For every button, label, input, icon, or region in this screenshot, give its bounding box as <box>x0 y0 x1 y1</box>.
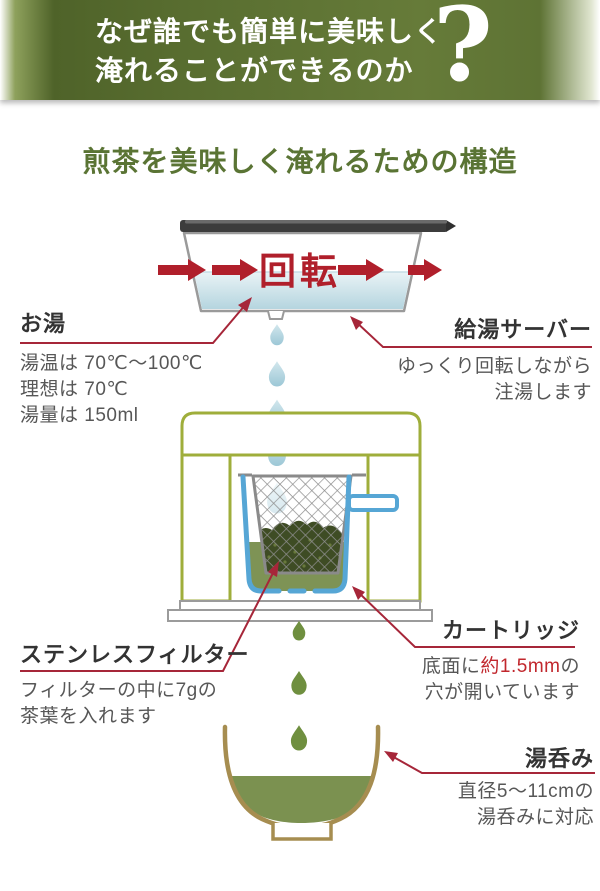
filter-line-1: フィルターの中に7gの <box>20 680 218 701</box>
hot-water-line-1: 湯温は 70℃〜100℃ <box>20 353 203 374</box>
cup-label-body: 直径5〜11cmの 湯呑みに対応 <box>458 779 594 831</box>
tea-drop-1 <box>292 620 306 641</box>
cartridge-handle <box>347 494 399 512</box>
machine-base-lower <box>167 609 433 622</box>
server-nozzle <box>267 310 285 320</box>
water-server-label-title: 給湯サーバー <box>454 317 592 342</box>
cup-label-title: 湯呑み <box>524 746 594 771</box>
rotation-arrows <box>158 259 442 281</box>
hot-water-label-body: 湯温は 70℃〜100℃ 理想は 70℃ 湯量は 150ml <box>20 351 203 429</box>
water-server-line-1: ゆっくり回転しながら <box>396 356 592 377</box>
cup-line-2: 湯呑みに対応 <box>476 807 594 828</box>
hot-water-label-title: お湯 <box>20 311 67 336</box>
cup-foot <box>271 823 333 841</box>
water-server: 回転 <box>158 220 456 320</box>
connector-lines <box>20 303 595 774</box>
machine-head <box>180 411 422 457</box>
tea-drop-2 <box>291 670 307 695</box>
rotation-arrow-4 <box>408 259 442 281</box>
rotation-arrow-2 <box>212 259 258 281</box>
cup-line-1: 直径5〜11cmの <box>457 781 594 802</box>
cup-connector <box>389 754 595 774</box>
banner-line-2: 淹れることができるのか <box>95 54 414 87</box>
hot-water-line-2: 理想は 70℃ <box>20 379 129 400</box>
machine-body <box>167 411 433 622</box>
rotation-label: 回転 <box>259 249 341 293</box>
hot-water-connector <box>20 303 247 344</box>
filter-mesh <box>253 476 351 573</box>
filter-arrowhead <box>268 561 279 577</box>
filter-label-body: フィルターの中に7gの 茶葉を入れます <box>20 678 217 730</box>
hot-water-line-3: 湯量は 150ml <box>20 405 139 426</box>
hole-size-highlight: 約1.5mm <box>480 656 561 677</box>
connector-arrowheads <box>238 297 398 762</box>
hot-water-arrowhead <box>238 297 252 312</box>
cup-arrowhead <box>384 751 398 762</box>
cartridge-line-1: 底面に約1.5mmの <box>421 656 580 677</box>
machine-base-upper <box>179 600 421 611</box>
cartridge-label-title: カートリッジ <box>441 618 580 643</box>
cartridge-arrowhead <box>352 586 365 600</box>
server-arrowhead <box>350 316 363 330</box>
banner-line-1: なぜ誰でも簡単に美味しく <box>95 15 444 48</box>
cartridge-label-body: 底面に約1.5mmの 穴が開いています <box>422 654 580 706</box>
page-title: 煎茶を美味しく淹れるための構造 <box>82 145 518 178</box>
banner-text: なぜ誰でも簡単に美味しく 淹れることができるのか <box>95 12 443 90</box>
cartridge-line-2: 穴が開いています <box>424 682 580 703</box>
stainless-filter-outline <box>238 473 366 575</box>
water-server-line-2: 注湯します <box>494 382 592 403</box>
water-drop-2 <box>268 361 286 387</box>
rotation-arrow-1 <box>158 259 206 281</box>
cartridge-outline <box>240 474 352 594</box>
rotation-arrow-3 <box>338 259 384 281</box>
header-banner: なぜ誰でも簡単に美味しく 淹れることができるのか ? <box>0 0 600 100</box>
tea-drops <box>290 620 308 751</box>
server-connector <box>353 319 592 348</box>
question-mark: ? <box>433 0 493 105</box>
server-lid <box>180 220 456 232</box>
machine-column-left <box>180 453 232 603</box>
machine-column-right <box>366 453 422 603</box>
cup-tea-fill <box>231 776 372 823</box>
filter-line-2: 茶葉を入れます <box>20 706 157 727</box>
cartridge-connector <box>356 590 575 648</box>
tea-drop-3 <box>290 725 308 751</box>
filter-label-title: ステンレスフィルター <box>20 642 250 667</box>
filter-connector <box>20 570 275 672</box>
tea-cup <box>222 724 381 841</box>
water-server-label-body: ゆっくり回転しながら 注湯します <box>397 354 592 406</box>
water-drop-1 <box>270 324 284 346</box>
